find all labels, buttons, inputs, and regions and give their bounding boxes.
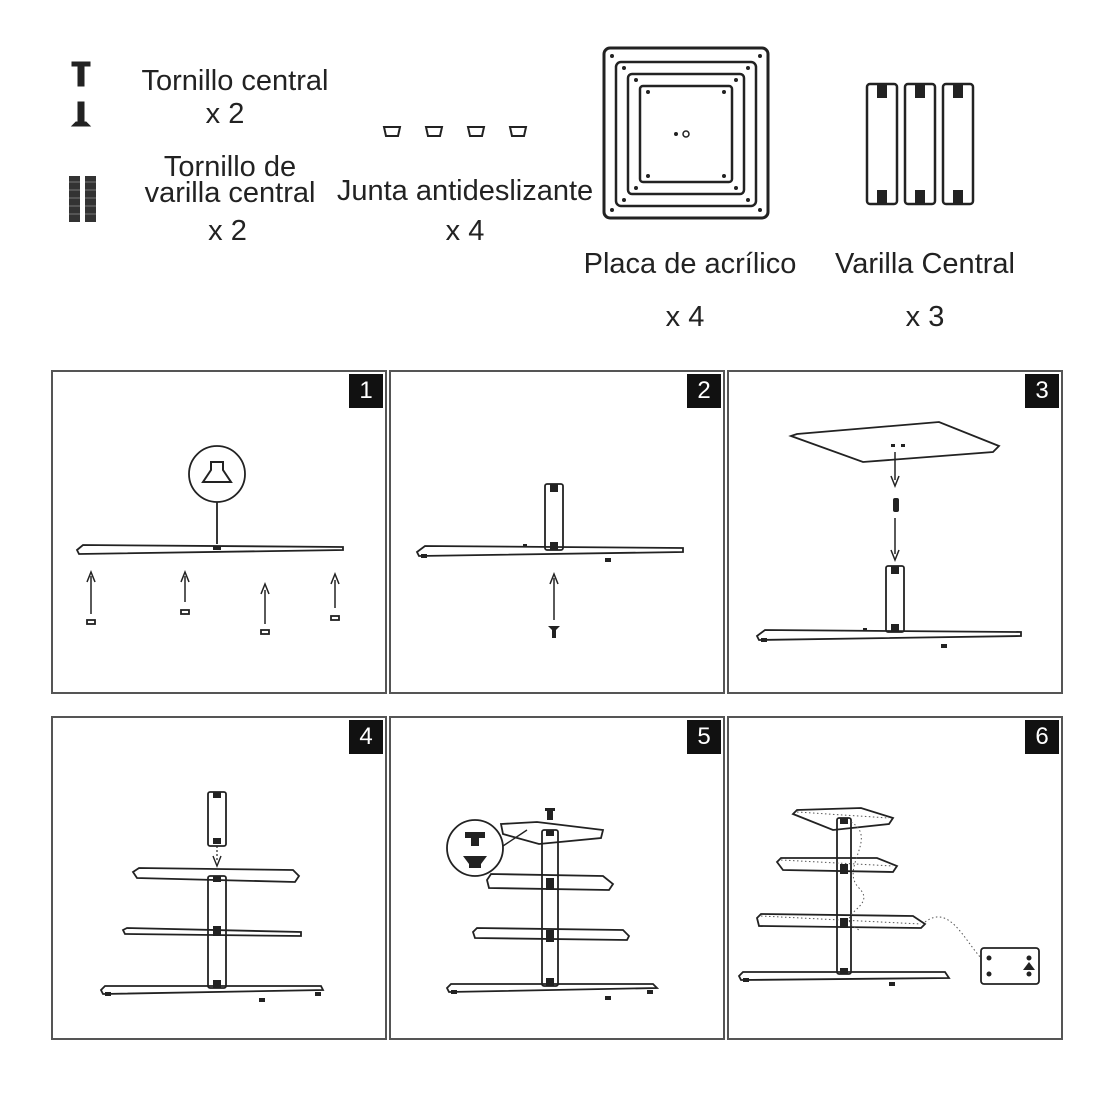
gasket-qty: x 4 xyxy=(445,215,485,247)
rod-screw-name-line2: varilla central xyxy=(144,177,316,209)
rod-name: Varilla Central xyxy=(835,248,1015,280)
step-3-illustration xyxy=(755,421,1022,648)
acrylic-plate-icon xyxy=(602,46,770,220)
step-1-illustration xyxy=(75,445,344,635)
center-screw-qty: x 2 xyxy=(205,98,245,130)
step-panel-5: 5 xyxy=(389,716,725,1040)
rod-screw-qty: x 2 xyxy=(208,215,247,247)
center-screw-icon xyxy=(70,61,92,127)
center-rod-icon xyxy=(865,82,975,206)
step-panel-2: 2 xyxy=(389,370,725,694)
center-screw-name: Tornillo central xyxy=(141,65,329,97)
step-number-5: 5 xyxy=(687,720,721,754)
gasket-icon xyxy=(382,126,528,137)
step-panel-6: 6 xyxy=(727,716,1063,1040)
step-number-6: 6 xyxy=(1025,720,1059,754)
step-number-3: 3 xyxy=(1025,374,1059,408)
rod-screw-name-line1: Tornillo de xyxy=(163,151,297,183)
plate-name: Placa de acrílico xyxy=(583,248,797,280)
step-number-4: 4 xyxy=(349,720,383,754)
step-panel-1: 1 xyxy=(51,370,387,694)
gasket-name: Junta antideslizante xyxy=(336,175,594,207)
plate-qty: x 4 xyxy=(665,301,705,333)
step-panel-4: 4 xyxy=(51,716,387,1040)
step-6-illustration xyxy=(737,807,1040,986)
parts-illustrations xyxy=(69,46,975,222)
rod-screw-icon xyxy=(69,176,96,222)
step-number-1: 1 xyxy=(349,374,383,408)
rod-qty: x 3 xyxy=(905,301,945,333)
step-5-illustration xyxy=(445,808,660,1000)
step-panel-3: 3 xyxy=(727,370,1063,694)
step-4-illustration xyxy=(99,791,325,1002)
step-number-2: 2 xyxy=(687,374,721,408)
step-2-illustration xyxy=(415,483,684,638)
